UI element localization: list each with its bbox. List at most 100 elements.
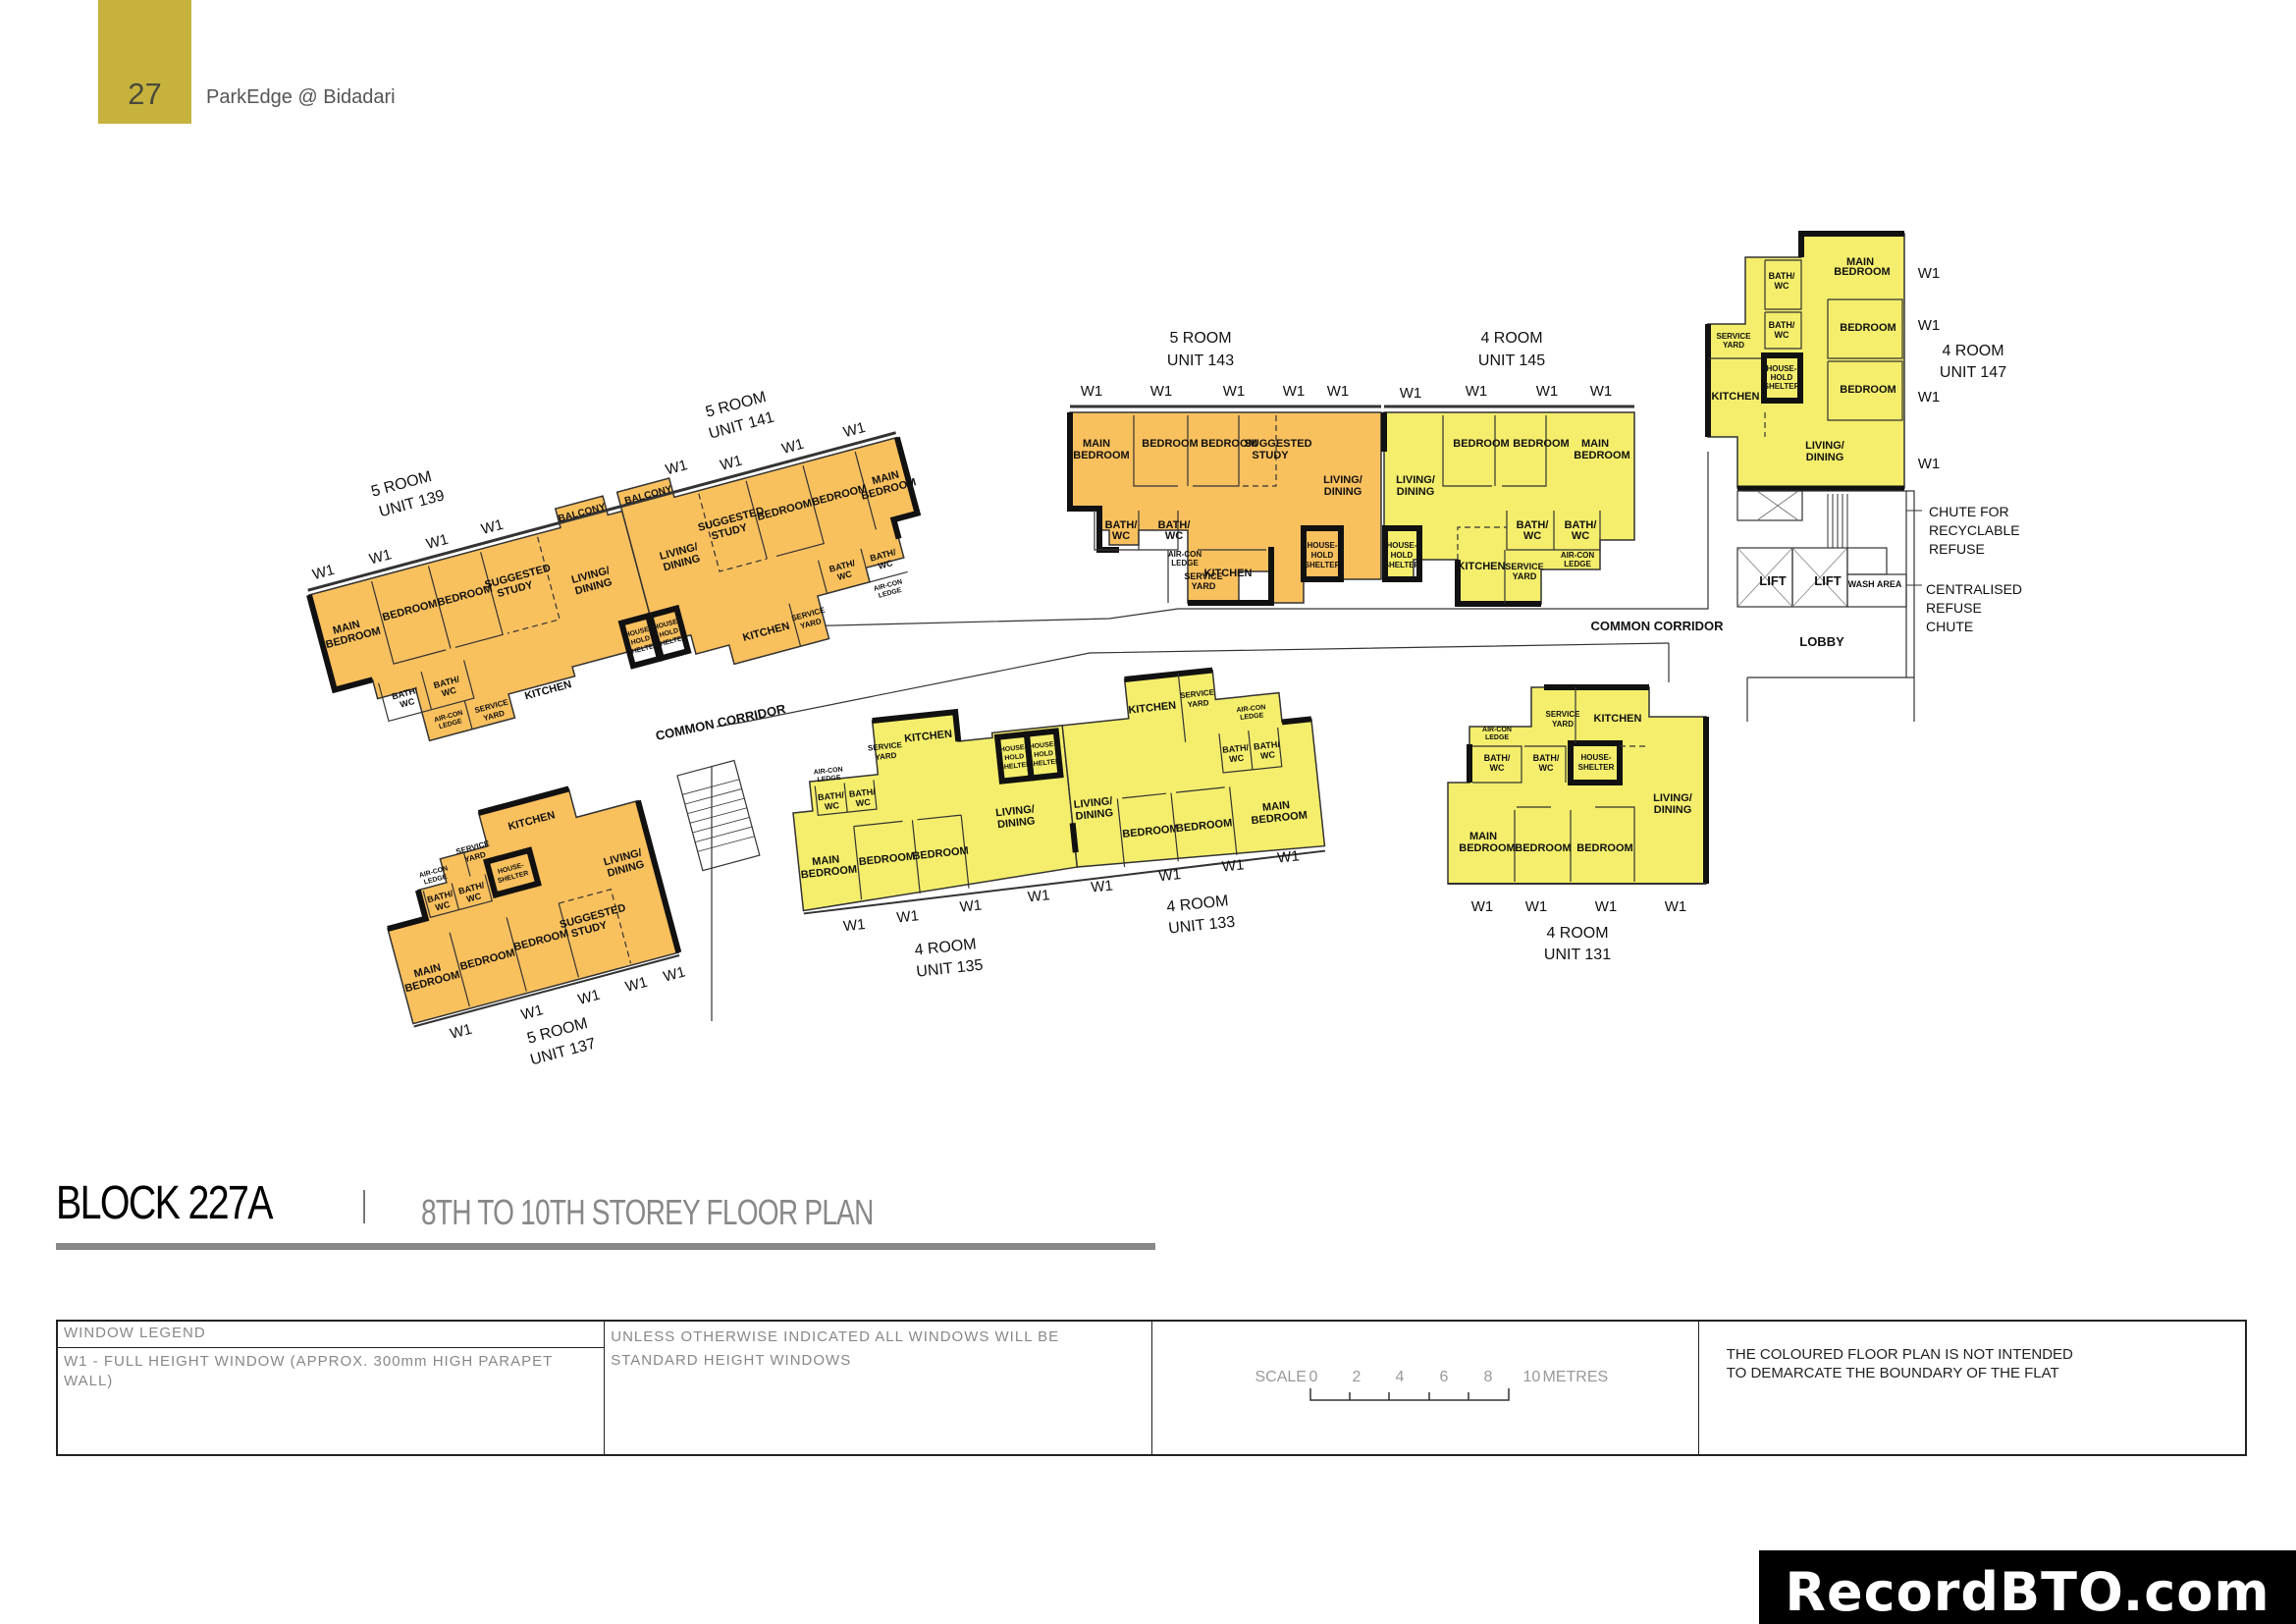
unit-133-rooms: HOUSE- HOLD SHELTER LIVING/ DINING BEDRO…: [1029, 687, 1308, 840]
svg-text:YARD: YARD: [1723, 341, 1744, 350]
svg-text:LIVING/: LIVING/: [1073, 795, 1113, 811]
svg-text:LIVING/: LIVING/: [1805, 440, 1844, 452]
svg-text:LIVING/: LIVING/: [1653, 792, 1692, 804]
svg-text:DINING: DINING: [1397, 486, 1435, 498]
scale-ruler: [1308, 1388, 1510, 1401]
svg-text:W1: W1: [662, 963, 687, 985]
svg-text:WC: WC: [1775, 330, 1789, 340]
unit-143[interactable]: [1067, 405, 1382, 606]
svg-text:WC: WC: [441, 685, 458, 699]
page-heading: BLOCK 227A 8TH TO 10TH STOREY FLOOR PLAN: [56, 1168, 1155, 1250]
scale-tick-4: 4: [1395, 1369, 1405, 1385]
svg-text:REFUSE: REFUSE: [1926, 600, 1982, 616]
units-135-133[interactable]: MAIN BEDROOM BEDROOM BEDROOM LIVING/ DIN…: [783, 661, 1335, 992]
svg-text:BEDROOM: BEDROOM: [1142, 438, 1198, 450]
svg-text:LEDGE: LEDGE: [817, 775, 841, 785]
svg-text:CENTRALISED: CENTRALISED: [1926, 581, 2022, 597]
svg-text:W1: W1: [424, 531, 450, 553]
standard-window-note-line2: STANDARD HEIGHT WINDOWS: [611, 1352, 852, 1369]
svg-text:SUGGESTED: SUGGESTED: [1244, 438, 1311, 450]
svg-text:W1: W1: [664, 457, 689, 478]
svg-text:HOLD: HOLD: [1034, 750, 1053, 759]
svg-text:SHELTER: SHELTER: [1029, 758, 1061, 768]
svg-text:KITCHEN: KITCHEN: [1204, 568, 1253, 579]
svg-text:HOUSE-: HOUSE-: [1386, 541, 1416, 550]
svg-text:WC: WC: [1165, 530, 1183, 542]
svg-text:WC: WC: [465, 891, 483, 904]
svg-text:BATH/: BATH/: [848, 786, 876, 799]
svg-text:AIR-CON: AIR-CON: [813, 766, 843, 776]
svg-text:AIR-CON: AIR-CON: [1561, 551, 1594, 560]
svg-text:BATH/: BATH/: [1533, 753, 1560, 763]
svg-text:AIR-CON: AIR-CON: [1236, 704, 1266, 714]
svg-text:WC: WC: [836, 568, 854, 582]
common-corridor-label-left: COMMON CORRIDOR: [654, 701, 787, 743]
svg-text:BEDROOM: BEDROOM: [1840, 322, 1896, 334]
svg-text:BEDROOM: BEDROOM: [1073, 450, 1129, 461]
svg-text:MAIN: MAIN: [1581, 438, 1609, 450]
svg-text:BATH/: BATH/: [1769, 271, 1795, 281]
svg-text:HOLD: HOLD: [1311, 551, 1334, 560]
unit-135-rooms: MAIN BEDROOM BEDROOM BEDROOM LIVING/ DIN…: [800, 729, 1036, 882]
svg-text:HOLD: HOLD: [1004, 753, 1024, 762]
unit-131[interactable]: [1447, 684, 1709, 885]
svg-text:W1: W1: [896, 907, 920, 926]
svg-text:W1: W1: [959, 896, 983, 915]
svg-text:YARD: YARD: [1552, 720, 1574, 729]
wash-area-label: WASH AREA: [1848, 579, 1902, 589]
svg-text:W1: W1: [1595, 898, 1618, 915]
svg-text:HOLD: HOLD: [630, 635, 651, 647]
svg-text:SHELTER: SHELTER: [1578, 763, 1615, 772]
svg-text:RECYCLABLE: RECYCLABLE: [1929, 522, 2020, 538]
unit-131-number: UNIT 131: [1544, 947, 1611, 963]
svg-text:BATH/: BATH/: [1565, 519, 1597, 531]
window-note-cell: UNLESS OTHERWISE INDICATED ALL WINDOWS W…: [605, 1322, 1152, 1454]
svg-text:W1: W1: [479, 516, 505, 538]
unit-147-windows: W1 W1 W1 W1: [1918, 265, 1941, 472]
svg-text:LIVING/: LIVING/: [995, 803, 1036, 819]
unit-137[interactable]: MAIN BEDROOM BEDROOM BEDROOM SUGGESTED S…: [365, 772, 700, 1096]
legend-table: WINDOW LEGEND W1 - FULL HEIGHT WINDOW (A…: [56, 1320, 2247, 1456]
svg-text:MAIN: MAIN: [812, 853, 840, 868]
svg-text:KITCHEN: KITCHEN: [1458, 561, 1506, 572]
svg-text:BEDROOM: BEDROOM: [1459, 842, 1515, 854]
svg-text:HOLD: HOLD: [1771, 373, 1793, 382]
unit-131-type: 4 ROOM: [1546, 925, 1608, 942]
unit-147-rooms: MAIN BEDROOM BEDROOM BEDROOM BATH/ WC BA…: [1712, 256, 1896, 463]
scale-unit: METRES: [1542, 1369, 1609, 1385]
disclaimer-cell: THE COLOURED FLOOR PLAN IS NOT INTENDED …: [1699, 1322, 2245, 1454]
unit-145[interactable]: [1381, 405, 1635, 607]
svg-text:BATH/: BATH/: [818, 789, 845, 802]
svg-text:SERVICE: SERVICE: [1184, 571, 1222, 581]
svg-text:SERVICE: SERVICE: [1180, 687, 1215, 700]
disclaimer-line1: THE COLOURED FLOOR PLAN IS NOT INTENDED: [1726, 1346, 2073, 1363]
document-title: ParkEdge @ Bidadari: [206, 86, 396, 108]
unit-143-number: UNIT 143: [1167, 352, 1234, 369]
svg-text:YARD: YARD: [1192, 581, 1216, 591]
svg-text:W1: W1: [841, 419, 867, 441]
svg-text:LEDGE: LEDGE: [1564, 560, 1591, 568]
scale-tick-10: 10: [1522, 1369, 1541, 1385]
svg-text:DINING: DINING: [1806, 452, 1844, 463]
svg-text:MAIN: MAIN: [1846, 256, 1874, 268]
svg-text:KITCHEN: KITCHEN: [1128, 700, 1177, 717]
svg-text:BATH/: BATH/: [1517, 519, 1549, 531]
unit-147[interactable]: [1705, 231, 1905, 491]
scale-cell: SCALE 0 2 4 6 8 10 METRES: [1152, 1322, 1699, 1454]
svg-text:W1: W1: [1027, 887, 1050, 905]
svg-text:YARD: YARD: [1513, 571, 1537, 581]
unit-143-windows: W1 W1 W1 W1 W1: [1081, 383, 1350, 400]
svg-text:KITCHEN: KITCHEN: [1712, 391, 1760, 403]
svg-text:BEDROOM: BEDROOM: [1201, 438, 1256, 450]
lift-1-label: LIFT: [1759, 573, 1786, 588]
svg-text:LIVING/: LIVING/: [1396, 474, 1435, 486]
svg-text:SHELTER: SHELTER: [1764, 382, 1800, 391]
svg-text:BEDROOM: BEDROOM: [1122, 823, 1179, 840]
svg-text:BEDROOM: BEDROOM: [1251, 809, 1308, 827]
svg-text:HOLD: HOLD: [1391, 551, 1414, 560]
unit-135-number-visible: UNIT 135: [916, 957, 985, 981]
centralised-chute-note: CENTRALISED REFUSE CHUTE: [1906, 581, 2022, 634]
svg-text:AIR-CON: AIR-CON: [1168, 550, 1201, 559]
units-139-141[interactable]: MAIN BEDROOM BEDROOM BEDROOM SUGGESTED S…: [286, 348, 949, 766]
svg-text:W1: W1: [1090, 877, 1113, 895]
